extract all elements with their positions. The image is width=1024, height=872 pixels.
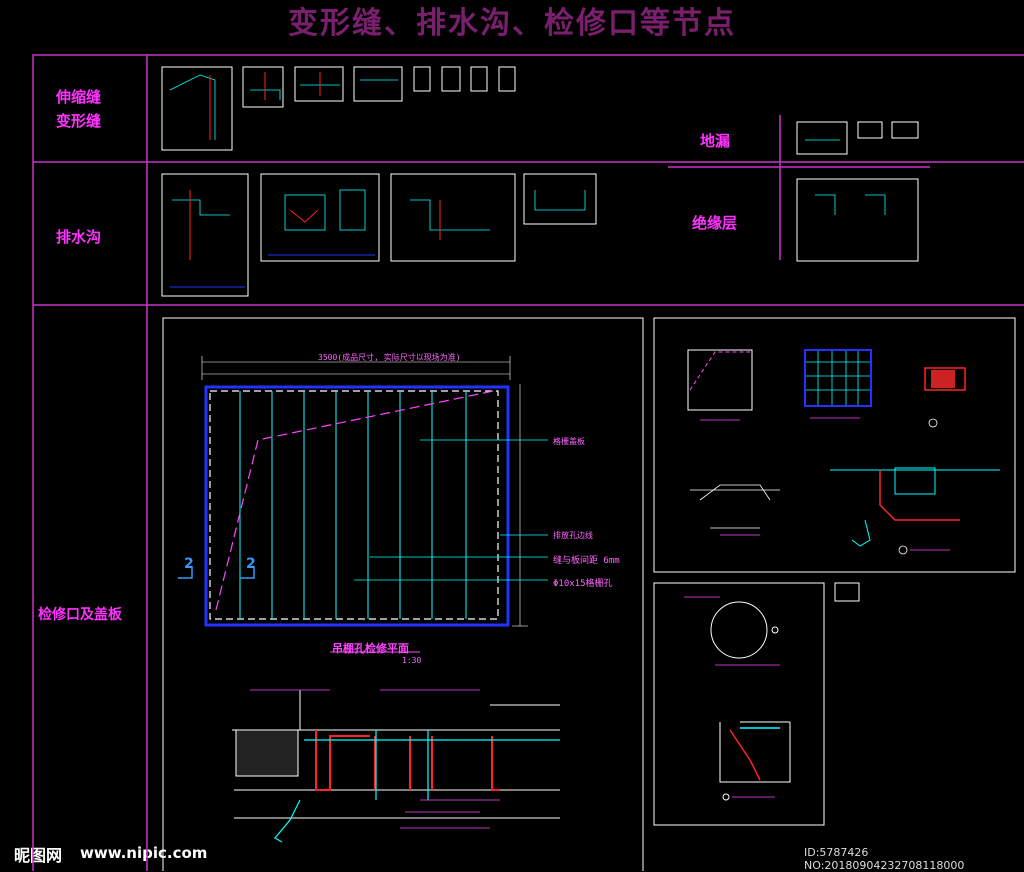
plan-top-dimension: 3500(成品尺寸, 实际尺寸以现场为准): [318, 353, 461, 362]
row2-thumbnails: [161, 173, 919, 297]
watermark-site: 昵图网: [14, 846, 63, 865]
row-label-floor-drain: 地漏: [700, 132, 731, 150]
detail-panel-top-right: [687, 349, 1000, 555]
row-label-deformation-joint: 变形缝: [56, 112, 102, 130]
row-label-insulation-layer: 绝缘层: [692, 214, 738, 232]
main-frame: [32, 54, 1024, 871]
section-view: [232, 689, 560, 843]
row-label-drainage-ditch: 排水沟: [56, 228, 102, 246]
detail-panel-bottom-right: [684, 596, 791, 801]
plan-note-grille: 格栅盖板: [553, 437, 585, 446]
row-label-access-hatch: 检修口及盖板: [38, 607, 122, 623]
row1-thumbnails: [161, 66, 919, 155]
row1-thumbnail-details: [169, 74, 840, 141]
section-mark-left: 2: [184, 556, 194, 572]
watermark-url: www.nipic.com: [80, 844, 208, 862]
plan-note-gap: 缝与板间距 6mm: [553, 556, 620, 566]
plan-view: [178, 356, 548, 653]
section-mark-right: 2: [246, 556, 256, 572]
page-title: 变形缝、排水沟、检修口等节点: [288, 6, 736, 41]
plan-scale: 1:30: [402, 656, 422, 665]
row-label-expansion-joint: 伸缩缝: [56, 88, 102, 106]
watermark-id: ID:5787426 NO:20180904232708118000: [804, 846, 965, 872]
plan-note-edge: 排放孔边线: [553, 531, 593, 540]
row3-panels: [162, 317, 1016, 871]
plan-note-holes: Φ10x15格栅孔: [553, 579, 613, 589]
